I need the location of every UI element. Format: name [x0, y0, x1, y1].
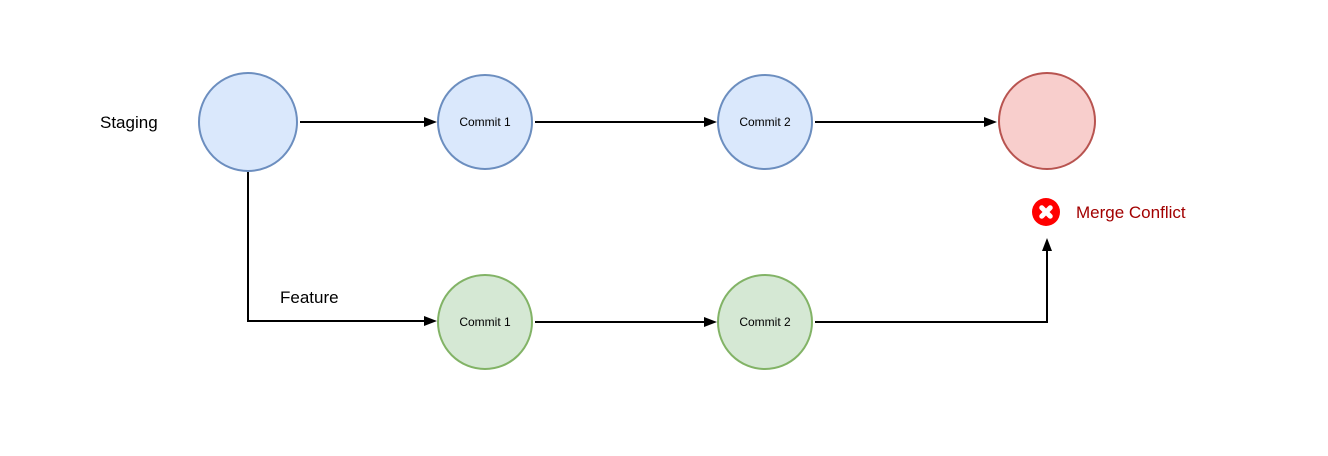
feature-branch-label: Feature: [280, 288, 339, 307]
merge-conflict-label: Merge Conflict: [1076, 203, 1186, 222]
merge-result-node: [998, 72, 1096, 170]
arrowhead-right-icon: [704, 117, 717, 127]
staging-commit-1-label: Commit 1: [459, 115, 511, 129]
arrowhead-up-icon: [1042, 238, 1052, 251]
staging-start-node: [198, 72, 298, 172]
staging-branch-label: Staging: [100, 113, 158, 132]
arrowhead-right-icon: [984, 117, 997, 127]
arrowhead-right-icon: [704, 317, 717, 327]
feature-commit-1-label: Commit 1: [459, 315, 511, 329]
feature-commit-1-node: Commit 1: [437, 274, 533, 370]
feature-commit-2-label: Commit 2: [739, 315, 791, 329]
staging-commit-2-label: Commit 2: [739, 115, 791, 129]
arrowhead-right-icon: [424, 117, 437, 127]
feature-commit-2-node: Commit 2: [717, 274, 813, 370]
x-circle-icon: [1032, 198, 1060, 226]
arrowhead-right-icon: [424, 316, 437, 326]
staging-commit-1-node: Commit 1: [437, 74, 533, 170]
staging-commit-2-node: Commit 2: [717, 74, 813, 170]
